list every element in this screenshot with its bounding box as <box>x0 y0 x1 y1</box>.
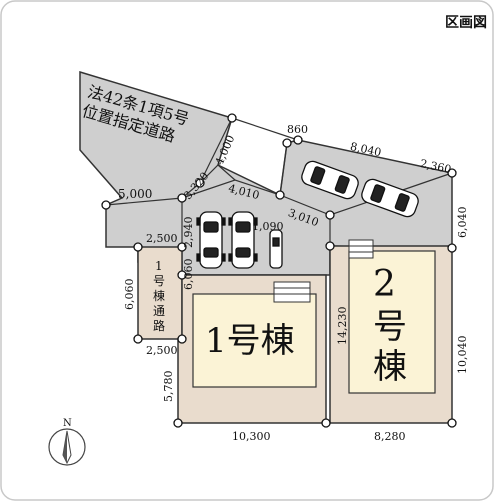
dim-2500-top: 2,500 <box>146 232 178 245</box>
page-title: 区画図 <box>445 15 487 31</box>
north-arrow-icon: N <box>48 418 86 466</box>
dim-6060-passage: 6,060 <box>123 279 136 311</box>
bicycle-icon <box>269 229 283 269</box>
entrance-steps-2 <box>348 239 374 259</box>
dim-10300: 10,300 <box>232 430 271 443</box>
lot-2-label-line1: 2 <box>373 264 396 305</box>
dim-5000: 5,000 <box>118 187 152 201</box>
passage-label-char: 路 <box>153 318 165 333</box>
dim-8280: 8,280 <box>374 430 406 443</box>
car-icon <box>301 160 359 200</box>
house-1 <box>192 293 317 388</box>
dim-2360: 2,360 <box>419 157 453 176</box>
car-icon <box>196 211 226 269</box>
car-icon <box>361 178 419 218</box>
dim-1090: 1,090 <box>252 220 284 233</box>
house-2 <box>348 250 436 394</box>
dim-14230: 14,230 <box>336 307 349 346</box>
dim-5780: 5,780 <box>162 371 175 403</box>
passage-label-char: 1 <box>155 259 163 273</box>
lot-2-label-line3: 棟 <box>373 347 407 387</box>
lot-1-label: 1号棟 <box>205 321 295 361</box>
dim-10040: 10,040 <box>456 336 469 375</box>
car-icon <box>228 211 258 269</box>
passage-label-char: 棟 <box>153 288 165 303</box>
passage-label-char: 通 <box>153 304 165 318</box>
boundary-markers <box>101 113 457 428</box>
dim-6040: 6,040 <box>456 207 469 239</box>
dim-2940: 2,940 <box>182 217 195 249</box>
compass-label: N <box>63 418 72 429</box>
lot-2-label-line2: 号 <box>373 307 407 347</box>
dim-860: 860 <box>287 123 308 136</box>
dim-2500-bottom: 2,500 <box>146 344 178 357</box>
dim-6060-lot1: 6,060 <box>182 259 195 291</box>
dim-8040: 8,040 <box>349 140 383 159</box>
passage-label-char: 号 <box>153 274 165 288</box>
entrance-steps-1 <box>273 281 311 303</box>
